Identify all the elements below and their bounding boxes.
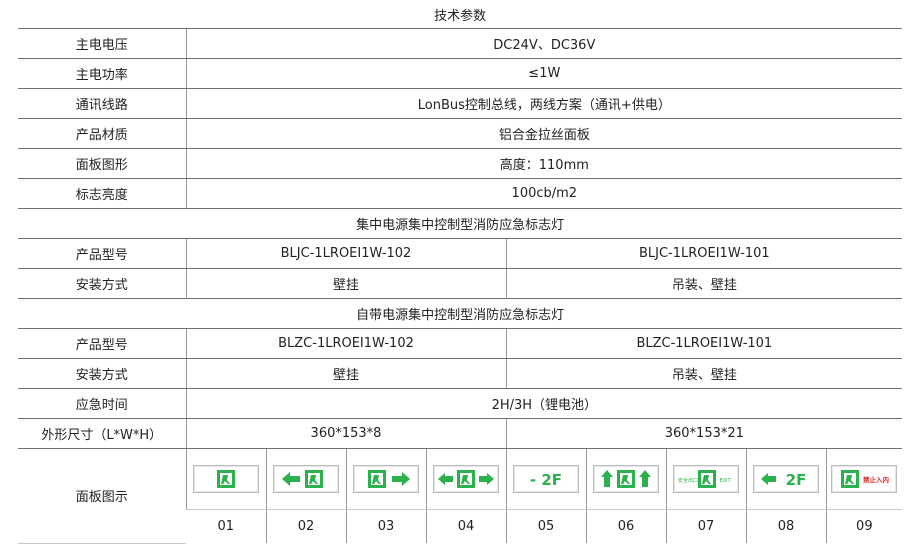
sign-number: 06 [585, 509, 666, 543]
row-label: 安装方式 [18, 268, 186, 299]
install-a: 壁挂 [185, 268, 506, 299]
sign-05: - 2F [513, 465, 579, 493]
row-label: 通讯线路 [18, 88, 186, 119]
sign-07-text-left: 安全出口 [678, 477, 698, 484]
sign-09: 禁止入内 [831, 465, 898, 493]
row-label: 产品型号 [18, 238, 186, 269]
sign-03-cell [345, 448, 426, 510]
sign-02 [273, 465, 339, 493]
sign-09-cell: 禁止入内 [825, 448, 903, 510]
install-b: 吊装、壁挂 [505, 268, 903, 299]
section-title: 集中电源集中控制型消防应急标志灯 [18, 208, 903, 239]
row-value: 高度：110mm [185, 148, 903, 179]
sign-number: 09 [825, 509, 903, 543]
row-label: 产品材质 [18, 118, 186, 149]
sign-number: 07 [665, 509, 746, 543]
sign-04 [433, 465, 499, 493]
sign-number: 08 [745, 509, 826, 543]
sign-08: 2F [753, 465, 819, 493]
row-label: 主电电压 [18, 28, 186, 59]
arrow-left-2f-icon: 2F [761, 471, 807, 489]
sign-number: 05 [505, 509, 586, 543]
panel-label: 面板图示 [18, 448, 186, 544]
row-value: 100cb/m2 [185, 178, 903, 209]
model-b: BLJC-1LROEI1W-101 [505, 238, 903, 269]
section-title: 自带电源集中控制型消防应急标志灯 [18, 298, 903, 329]
sign-01 [193, 465, 259, 493]
emergency-value: 2H/3H（锂电池） [185, 388, 903, 419]
sign-04-cell [425, 448, 506, 510]
sign-number: 02 [265, 509, 346, 543]
sign-01-cell [185, 448, 266, 510]
sign-05-text: - 2F [530, 471, 562, 489]
row-label: 应急时间 [18, 388, 186, 419]
sign-07: 安全出口 EXIT [673, 465, 739, 493]
row-label: 产品型号 [18, 328, 186, 359]
safety-exit-icon: 安全出口 EXIT [678, 470, 731, 488]
row-label: 外形尺寸（L*W*H） [18, 418, 186, 449]
row-label: 主电功率 [18, 58, 186, 89]
sign-05-cell: - 2F [505, 448, 586, 510]
sign-number: 01 [217, 519, 235, 534]
sign-03 [353, 465, 419, 493]
row-value: ≤1W [185, 58, 903, 89]
sign-06 [593, 465, 659, 493]
model-a: BLZC-1LROEI1W-102 [185, 328, 506, 359]
sign-07-cell: 安全出口 EXIT [665, 448, 746, 510]
sign-number: 04 [425, 509, 506, 543]
table-title: 技术参数 [18, 0, 903, 29]
sign-number: 03 [345, 509, 426, 543]
sign-06-cell [585, 448, 666, 510]
install-b: 吊装、壁挂 [505, 358, 903, 389]
exit-person-icon [217, 470, 235, 488]
model-a: BLJC-1LROEI1W-102 [185, 238, 506, 269]
model-b: BLZC-1LROEI1W-101 [505, 328, 903, 359]
arrow-left-exit-icon [282, 470, 323, 488]
arrow-up-exit-arrow-up-icon [601, 470, 651, 488]
row-label: 安装方式 [18, 358, 186, 389]
floor-2f-icon: - 2F [530, 471, 562, 489]
row-label: 面板图形 [18, 148, 186, 179]
size-b: 360*153*21 [505, 418, 903, 449]
no-entry-icon: 禁止入内 [841, 470, 889, 488]
row-value: LonBus控制总线，两线方案（通讯+供电） [185, 88, 903, 119]
sign-08-cell: 2F [745, 448, 826, 510]
size-a: 360*153*8 [185, 418, 506, 449]
row-value: 铝合金拉丝面板 [185, 118, 903, 149]
sign-07-text-right: EXIT [719, 478, 731, 484]
sign-09-text: 禁止入内 [863, 475, 889, 484]
row-label: 标志亮度 [18, 178, 186, 209]
arrow-left-exit-arrow-right-icon [438, 470, 494, 488]
install-a: 壁挂 [185, 358, 506, 389]
row-value: DC24V、DC36V [185, 28, 903, 59]
exit-arrow-right-icon [368, 470, 410, 488]
sign-08-text: 2F [786, 471, 807, 489]
sign-02-cell [265, 448, 346, 510]
